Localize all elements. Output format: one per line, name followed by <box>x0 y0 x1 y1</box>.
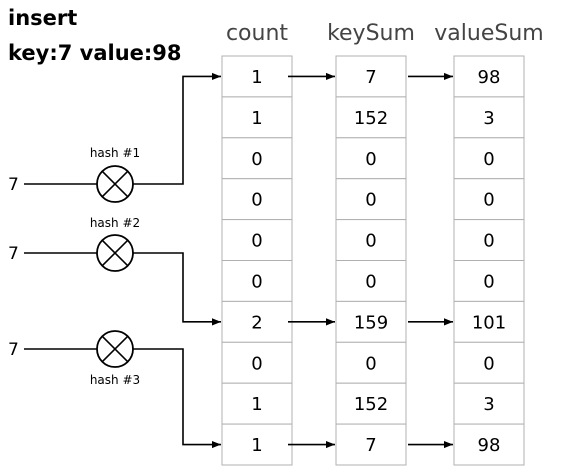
circled-x-icon <box>96 165 134 203</box>
cell-count-0 <box>221 55 293 98</box>
cell-value: 0 <box>365 231 376 252</box>
cell-value: 7 <box>365 67 376 88</box>
cell-keySum-3 <box>335 178 407 221</box>
cell-value: 0 <box>483 353 494 374</box>
cell-value: 0 <box>365 353 376 374</box>
hash-label: hash #3 <box>90 373 140 387</box>
cell-valueSum-3 <box>453 178 525 221</box>
cell-value: 3 <box>483 394 494 415</box>
column-header-keySum: keySum <box>327 21 415 46</box>
operation-title: insert <box>8 6 77 30</box>
cell-value: 101 <box>472 312 506 333</box>
cell-keySum-8 <box>335 382 407 425</box>
cell-value: 0 <box>251 149 262 170</box>
cell-value: 0 <box>251 271 262 292</box>
cell-count-9 <box>221 423 293 466</box>
cell-valueSum-8 <box>453 382 525 425</box>
hash-input-key: 7 <box>8 340 19 360</box>
cell-valueSum-6 <box>453 300 525 343</box>
cell-valueSum-1 <box>453 96 525 139</box>
cell-value: 3 <box>483 108 494 129</box>
cell-keySum-9 <box>335 423 407 466</box>
arrow-right-icon <box>133 252 221 326</box>
row-arrows <box>288 72 453 449</box>
cell-value: 1 <box>251 394 262 415</box>
cell-count-1 <box>221 96 293 139</box>
cell-value: 0 <box>251 353 262 374</box>
hash-label: hash #1 <box>90 146 140 160</box>
cell-value: 0 <box>251 231 262 252</box>
cell-value: 0 <box>365 149 376 170</box>
cell-valueSum-0 <box>453 55 525 98</box>
cell-value: 159 <box>354 312 388 333</box>
cell-value: 98 <box>478 435 501 456</box>
cell-valueSum-9 <box>453 423 525 466</box>
cell-count-5 <box>221 260 293 302</box>
cell-value: 152 <box>354 394 388 415</box>
cell-value: 152 <box>354 108 388 129</box>
cell-keySum-6 <box>335 300 407 343</box>
cell-keySum-5 <box>335 260 407 302</box>
column-header-valueSum: valueSum <box>434 21 543 46</box>
cell-valueSum-2 <box>453 137 525 180</box>
hash-input-key: 7 <box>8 175 19 195</box>
cell-keySum-7 <box>335 341 407 384</box>
cell-value: 7 <box>365 435 376 456</box>
cell-value: 1 <box>251 108 262 129</box>
column-header-count: count <box>226 21 288 46</box>
cell-valueSum-7 <box>453 341 525 384</box>
cell-value: 0 <box>483 271 494 292</box>
cell-value: 98 <box>478 67 501 88</box>
cell-count-3 <box>221 178 293 221</box>
hash-functions: 7 hash #1 7 hash #2 7 hash #3 <box>8 72 221 449</box>
cell-value: 1 <box>251 435 262 456</box>
cell-value: 0 <box>365 271 376 292</box>
table: count 1 1 0 0 0 0 2 0 1 1 keySum 7 152 0 0 0 0 159 0 152 7 val… <box>221 21 544 466</box>
cell-value: 0 <box>483 149 494 170</box>
cell-valueSum-4 <box>453 219 525 262</box>
hash-input-key: 7 <box>8 244 19 264</box>
hash-label: hash #2 <box>90 216 140 230</box>
cell-value: 0 <box>483 231 494 252</box>
cell-valueSum-5 <box>453 260 525 302</box>
cell-value: 0 <box>251 190 262 211</box>
circled-x-icon <box>96 234 134 272</box>
cell-value: 1 <box>251 67 262 88</box>
cell-count-2 <box>221 137 293 180</box>
cell-value: 2 <box>251 312 262 333</box>
cell-keySum-1 <box>335 96 407 139</box>
cell-count-7 <box>221 341 293 384</box>
circled-x-icon <box>96 330 134 368</box>
cell-keySum-0 <box>335 55 407 98</box>
arrow-right-icon <box>133 348 221 449</box>
cell-value: 0 <box>365 190 376 211</box>
arrow-right-icon <box>133 72 221 185</box>
operation-subtitle: key:7 value:98 <box>8 41 182 65</box>
cell-value: 0 <box>483 190 494 211</box>
